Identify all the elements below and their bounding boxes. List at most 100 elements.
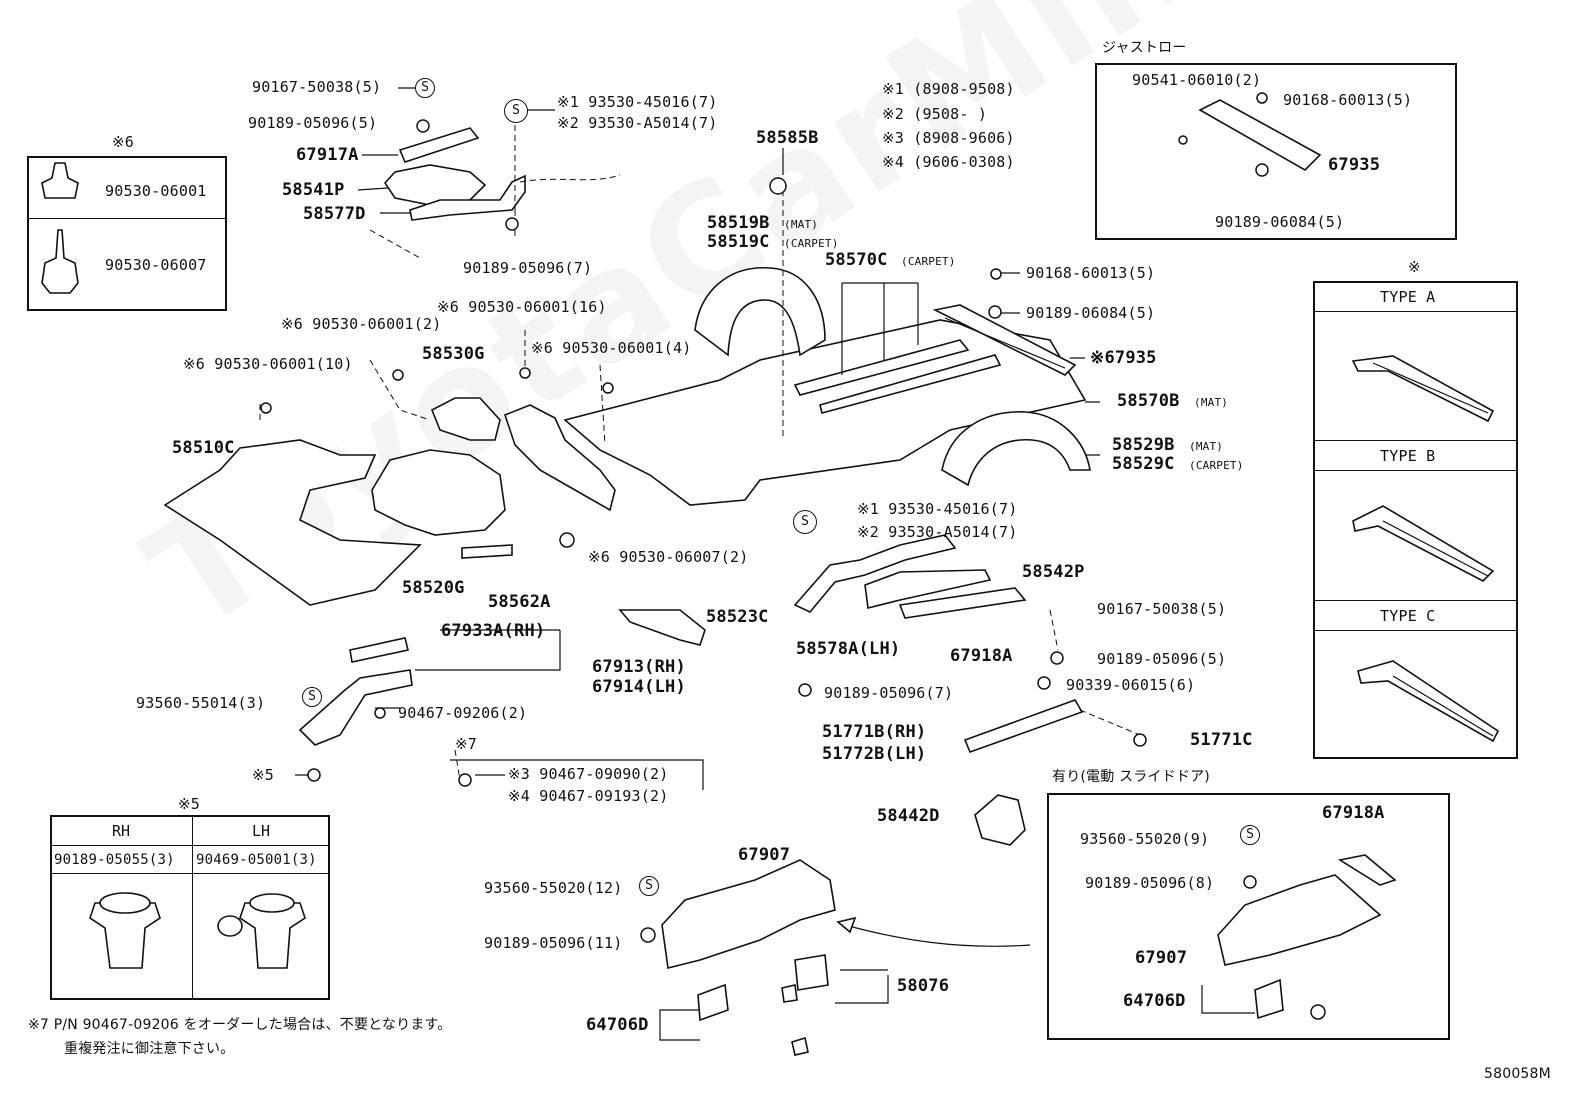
part-label: 58442D xyxy=(877,806,940,826)
part-label: 58529C xyxy=(1112,454,1175,474)
part-label: 58520G xyxy=(402,578,465,598)
part-label: ※6 90530-06001(10) xyxy=(183,355,353,373)
part-label: 58570C xyxy=(825,250,888,270)
s-symbol: S xyxy=(639,876,659,896)
part-label: 90189-05096(5) xyxy=(1097,650,1227,668)
part-label: 67918A xyxy=(950,646,1013,666)
box5-title: ※5 xyxy=(178,795,200,813)
just-stro-part-b: 90168-60013(5) xyxy=(1283,91,1413,109)
footnote-line2: 重複発注に御注意下さい。 xyxy=(64,1041,235,1057)
part-label: 67917A xyxy=(296,145,359,165)
part-label: 58510C xyxy=(172,438,235,458)
box5-divider xyxy=(50,845,330,846)
part-label: 58585B xyxy=(756,128,819,148)
slide-part-a: 67918A xyxy=(1322,803,1385,823)
part-label: 51771B(RH) xyxy=(822,722,927,742)
part-label: 90189-05096(5) xyxy=(248,114,378,132)
type-divider xyxy=(1313,600,1518,601)
part-label: 64706D xyxy=(586,1015,649,1035)
part-label: (CARPET) xyxy=(784,237,839,250)
box5-nuts xyxy=(89,892,306,969)
part-label: (MAT) xyxy=(784,218,819,231)
part-label: ※6 90530-06007(2) xyxy=(588,548,749,566)
part-label: 51772B(LH) xyxy=(822,744,927,764)
part-label: 90189-05096(7) xyxy=(463,259,593,277)
s-symbol: S xyxy=(1240,825,1260,845)
part-label: 58577D xyxy=(303,204,366,224)
slide-part-b: 93560-55020(9) xyxy=(1080,830,1210,848)
part-label: 58570B xyxy=(1117,391,1180,411)
part-label: 58562A xyxy=(488,592,551,612)
box6 xyxy=(27,156,227,311)
part-label: ※67935 xyxy=(1090,348,1157,368)
part-label: ※6 90530-06001(2) xyxy=(281,315,442,333)
slide-part-e: 64706D xyxy=(1123,991,1186,1011)
part-label: 58076 xyxy=(897,976,950,996)
box6-title: ※6 xyxy=(112,133,134,151)
just-stro-box xyxy=(1095,63,1457,240)
part-label: (MAT) xyxy=(1194,396,1229,409)
part-label: ※1 93530-45016(7) xyxy=(857,500,1018,518)
box5-divider xyxy=(50,873,330,874)
part-label: ※2 93530-A5014(7) xyxy=(557,114,718,132)
type-b-label: TYPE B xyxy=(1380,447,1436,465)
part-label: 58519C xyxy=(707,232,770,252)
part-label: (CARPET) xyxy=(1189,459,1244,472)
type-illustrations xyxy=(1351,355,1500,743)
part-label: 51771C xyxy=(1190,730,1253,750)
part-label: 67914(LH) xyxy=(592,677,686,697)
part-label: 93560-55020(12) xyxy=(484,879,623,897)
type-box xyxy=(1313,281,1518,759)
part-label: 58530G xyxy=(422,344,485,364)
part-label: 58541P xyxy=(282,180,345,200)
legend-2: ※2 (9508- ) xyxy=(882,105,988,123)
type-box-mark: ※ xyxy=(1408,258,1421,276)
s-symbol: S xyxy=(415,78,435,98)
part-label: 90167-50038(5) xyxy=(1097,600,1227,618)
diagram-code: 580058M xyxy=(1484,1066,1551,1082)
part-label: 58529B xyxy=(1112,435,1175,455)
box5-divider xyxy=(192,815,193,1000)
box5 xyxy=(50,815,330,1000)
part-label: 67933A(RH) xyxy=(441,621,546,641)
part-label: 90339-06015(6) xyxy=(1066,676,1196,694)
box5-lh: LH xyxy=(251,822,271,840)
part-label: ※7 xyxy=(455,735,477,753)
footnote-line1: ※7 P/N 90467-09206 をオーダーした場合は、不要となります。 xyxy=(28,1017,452,1033)
slide-part-d: 67907 xyxy=(1135,948,1188,968)
part-label: ※6 90530-06001(4) xyxy=(531,339,692,357)
part-label: ※6 90530-06001(16) xyxy=(437,298,607,316)
part-label: (MAT) xyxy=(1189,440,1224,453)
type-divider xyxy=(1313,311,1518,312)
box6-divider xyxy=(27,218,227,219)
part-label: ※3 90467-09090(2) xyxy=(508,765,669,783)
part-label: 58542P xyxy=(1022,562,1085,582)
just-stro-part-d: 90189-06084(5) xyxy=(1215,213,1345,231)
part-label: 90189-05096(7) xyxy=(824,684,954,702)
part-label: (CARPET) xyxy=(901,255,956,268)
slide-box xyxy=(1047,793,1450,1040)
box5-rh: RH xyxy=(111,822,131,840)
s-symbol: S xyxy=(302,687,322,707)
legend-4: ※4 (9606-0308) xyxy=(882,153,1015,171)
part-label: ※2 93530-A5014(7) xyxy=(857,523,1018,541)
part-label: ※4 90467-09193(2) xyxy=(508,787,669,805)
box5-rh-part: 90189-05055(3) xyxy=(54,852,175,868)
part-label: ※1 93530-45016(7) xyxy=(557,93,718,111)
s-symbol: S xyxy=(793,510,817,534)
box5-lh-part: 90469-05001(3) xyxy=(196,852,317,868)
box6-clips xyxy=(41,162,79,294)
just-stro-part-a: 90541-06010(2) xyxy=(1132,71,1262,89)
part-label: 58523C xyxy=(706,607,769,627)
type-c-label: TYPE C xyxy=(1380,607,1436,625)
s-symbol: S xyxy=(504,99,528,123)
just-stro-part-c: 67935 xyxy=(1328,155,1381,175)
just-stro-title: ジャストロー xyxy=(1102,40,1187,56)
type-divider xyxy=(1313,440,1518,441)
type-divider xyxy=(1313,630,1518,631)
legend-3: ※3 (8908-9606) xyxy=(882,129,1015,147)
legend-1: ※1 (8908-9508) xyxy=(882,80,1015,98)
part-label: 58519B xyxy=(707,213,770,233)
slide-title: 有り(電動 スライドドア) xyxy=(1052,769,1210,785)
